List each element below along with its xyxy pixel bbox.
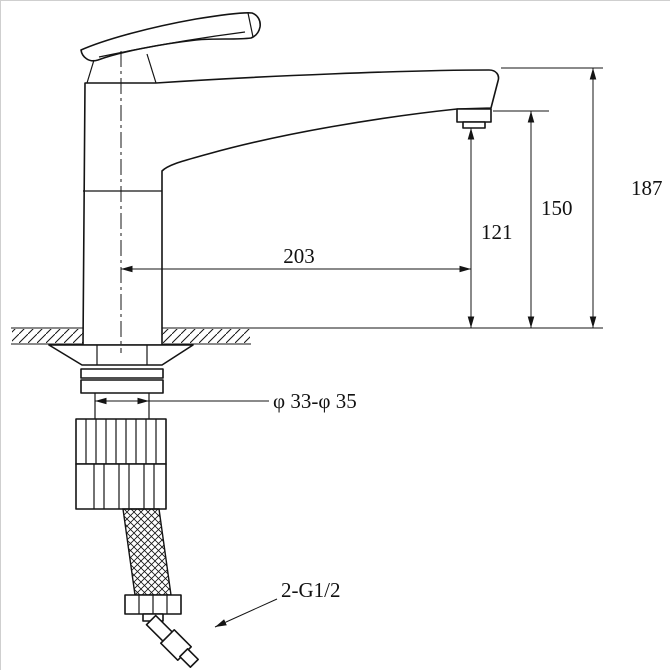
threaded-shank-lines (94, 393, 150, 419)
aerator-tip (462, 121, 486, 129)
mounting-flange (48, 344, 194, 366)
dim-label-outlet-height: 121 (481, 220, 513, 244)
dim-label-overall-height: 187 (631, 176, 663, 200)
connector-tip (179, 648, 199, 668)
handle-inner-line (98, 31, 246, 58)
mounting-hardware (48, 344, 194, 510)
washer-lower (80, 379, 164, 394)
locking-nut (75, 418, 167, 465)
dimension-labels: 187 150 121 203 φ 33-φ 35 2-G1/2 (273, 176, 663, 602)
locking-nut-knurling (85, 419, 157, 464)
valve-housing-slots (93, 464, 155, 509)
hose-nut-facets (138, 595, 168, 614)
handle-cap-right-line (146, 53, 157, 84)
supply-hose-assembly (122, 508, 199, 668)
dim-label-spout-top-height: 150 (541, 196, 573, 220)
valve-housing (75, 463, 167, 510)
handle-cap-left-line (86, 59, 95, 84)
handle-end-cap-line (247, 12, 254, 38)
dim-label-mounting-hole: φ 33-φ 35 (273, 389, 357, 413)
faucet-body-spout-outline (82, 69, 500, 346)
faucet-body (82, 69, 500, 346)
leader-line-inlet-connection (214, 598, 278, 628)
washer-upper (80, 368, 164, 379)
dim-label-spout-reach: 203 (283, 244, 315, 268)
flange-shank-lines (96, 345, 148, 365)
dimension-lines (95, 68, 597, 628)
dim-label-inlet-connection: 2-G1/2 (281, 578, 341, 602)
aerator (456, 108, 492, 123)
faucet-handle (80, 12, 261, 84)
handle-lever-outline (80, 12, 261, 62)
